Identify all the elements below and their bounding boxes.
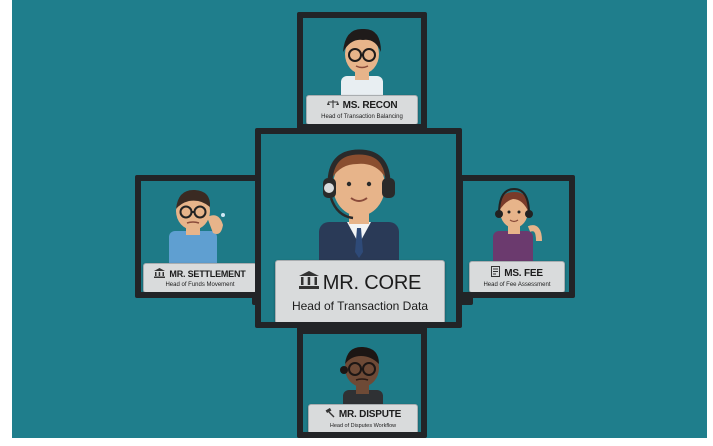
core-name: MR. CORE	[276, 271, 444, 295]
recon-name-text: MS. RECON	[342, 100, 398, 111]
gavel-icon	[325, 407, 335, 421]
org-diagram-stage: MS. RECON Head of Transaction Balancing	[12, 0, 707, 438]
core-role: Head of Transaction Data	[291, 299, 429, 313]
dispute-name: MR. DISPUTE	[309, 407, 417, 421]
bank-icon	[298, 271, 319, 295]
fee-panel: MS. FEE Head of Fee Assessment	[457, 175, 575, 298]
settlement-name: MR. SETTLEMENT	[144, 268, 256, 280]
recon-role: Head of Transaction Balancing	[321, 114, 403, 120]
core-avatar	[319, 149, 399, 282]
dispute-label: MR. DISPUTE Head of Disputes Workflow	[308, 404, 418, 432]
fee-role: Head of Fee Assessment	[483, 282, 551, 288]
bank-icon	[154, 268, 166, 280]
recon-panel-inner: MS. RECON Head of Transaction Balancing	[303, 18, 421, 124]
fee-label: MS. FEE Head of Fee Assessment	[469, 261, 565, 292]
recon-label: MS. RECON Head of Transaction Balancing	[306, 95, 418, 124]
fee-avatar	[493, 187, 542, 267]
fee-name-text: MS. FEE	[504, 267, 543, 279]
recon-name: MS. RECON	[307, 99, 417, 112]
dispute-panel-inner: MR. DISPUTE Head of Disputes Workflow	[303, 334, 421, 432]
balance-icon	[326, 99, 339, 112]
recon-avatar	[341, 28, 383, 116]
core-panel: MR. CORE Head of Transaction Data	[255, 128, 462, 328]
settlement-name-text: MR. SETTLEMENT	[169, 269, 246, 279]
core-name-text: MR. CORE	[322, 271, 422, 294]
settlement-label: MR. SETTLEMENT Head of Funds Movement	[143, 263, 257, 292]
settlement-panel: MR. SETTLEMENT Head of Funds Movement	[135, 175, 265, 298]
settlement-panel-inner: MR. SETTLEMENT Head of Funds Movement	[141, 181, 259, 292]
settlement-avatar	[169, 189, 225, 271]
dispute-panel: MR. DISPUTE Head of Disputes Workflow	[297, 328, 427, 438]
core-label: MR. CORE Head of Transaction Data	[275, 260, 445, 322]
dispute-role: Head of Disputes Workflow	[329, 423, 397, 429]
core-panel-inner: MR. CORE Head of Transaction Data	[261, 134, 456, 322]
document-icon	[491, 266, 501, 280]
fee-name: MS. FEE	[470, 266, 564, 280]
dispute-name-text: MR. DISPUTE	[338, 409, 402, 420]
recon-panel: MS. RECON Head of Transaction Balancing	[297, 12, 427, 130]
fee-panel-inner: MS. FEE Head of Fee Assessment	[463, 181, 569, 292]
settlement-role: Head of Funds Movement	[165, 282, 235, 288]
